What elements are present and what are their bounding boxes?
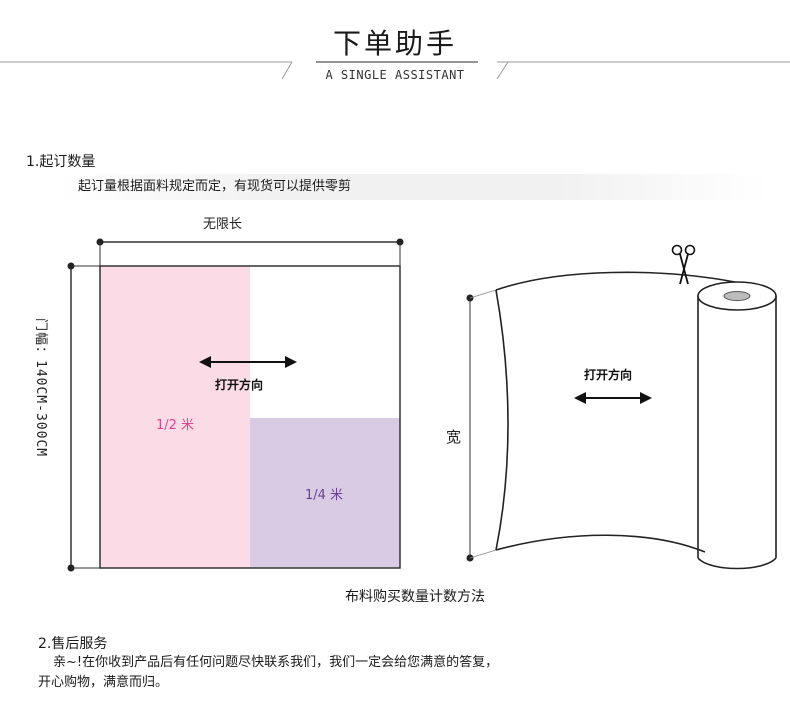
after-sales-line-2: 开心购物，满意而归。 [38, 675, 169, 690]
roll-direction-arrowhead-left [574, 392, 586, 404]
quarter-meter-label: 1/4 米 [305, 488, 344, 503]
roll-bottom-edge [697, 557, 777, 570]
fabric-frame [99, 265, 401, 569]
half-meter-label: 1/2 米 [156, 418, 195, 433]
min-order-description: 起订量根据面料规定而定，有现货可以提供零剪 [78, 179, 352, 194]
page-title: 下单助手 [332, 27, 457, 60]
diagram-caption: 布料购买数量计数方法 [345, 589, 485, 605]
roll-width-label: 宽 [446, 428, 462, 446]
left-open-direction-label: 打开方向 [215, 378, 264, 392]
description-band [60, 174, 770, 200]
right-open-direction-label: 打开方向 [584, 368, 633, 382]
roll-core [723, 291, 751, 301]
sheet-top-edge [495, 271, 736, 291]
half-meter-region [100, 266, 250, 568]
header-slash-right [496, 61, 509, 80]
roll-width-guide-bottom [469, 549, 497, 559]
roll-direction-arrowhead-right [640, 392, 652, 404]
open-direction-arrowhead-left [199, 356, 211, 368]
section-heading-after-sales: 2.售后服务 [38, 636, 108, 652]
after-sales-text: 亲~!在你收到产品后有任何问题尽快联系我们，我们一定会给您满意的答复， 开心购物… [38, 653, 498, 693]
page-subtitle: A SINGLE ASSISTANT [325, 68, 465, 82]
after-sales-line-1: 亲~!在你收到产品后有任何问题尽快联系我们，我们一定会给您满意的答复， [53, 655, 499, 670]
fabric-roll-diagram [466, 244, 777, 570]
scissors-icon [671, 244, 696, 285]
sheet-left-edge [495, 289, 509, 551]
header-slash-left [281, 61, 293, 80]
fabric-area-diagram [67, 238, 404, 572]
open-direction-arrowhead-right [285, 356, 297, 368]
header-decoration [0, 61, 790, 80]
roll-width-guide-top [469, 289, 497, 299]
sheet-bottom-edge [495, 534, 706, 553]
width-range-label: 门幅：140CM-300CM [33, 318, 48, 458]
quarter-meter-region [250, 418, 400, 568]
section-heading-min-order: 1.起订数量 [26, 154, 96, 170]
length-label: 无限长 [203, 217, 243, 232]
